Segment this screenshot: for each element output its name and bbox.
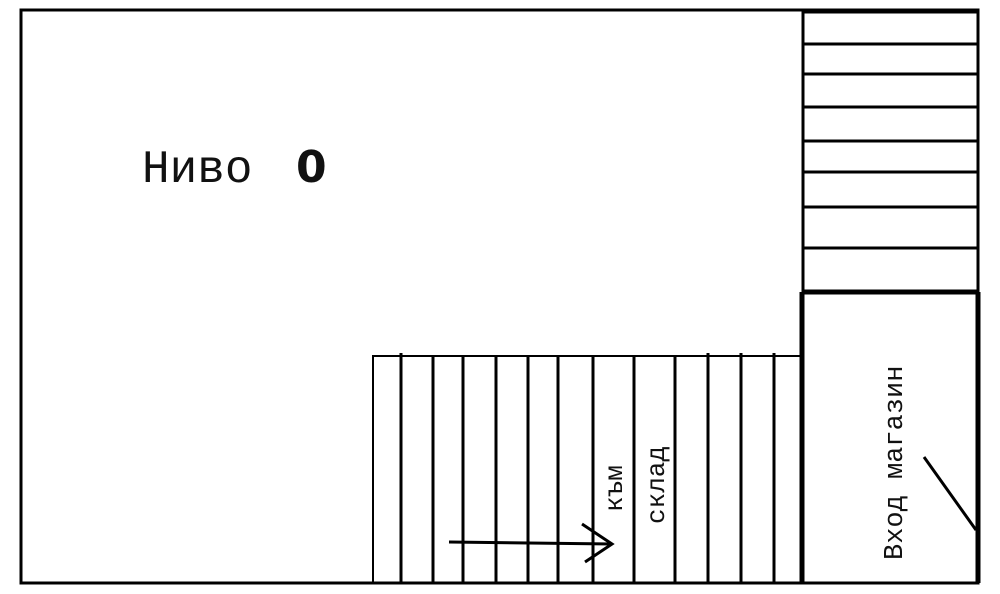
door-swing	[922, 456, 978, 531]
outer-wall	[19, 8, 980, 585]
direction-arrow-icon	[448, 522, 615, 564]
level-title: Ниво	[142, 144, 252, 196]
stair-label-line2: склад	[642, 446, 672, 524]
lower-staircase: към склад	[372, 292, 803, 584]
entrance-label: Вход магазин	[881, 366, 911, 560]
upper-staircase	[801, 8, 980, 295]
stair-label-line1: към	[600, 465, 630, 512]
entrance-room: Вход магазин	[801, 292, 981, 583]
level-number: 0	[296, 142, 327, 193]
